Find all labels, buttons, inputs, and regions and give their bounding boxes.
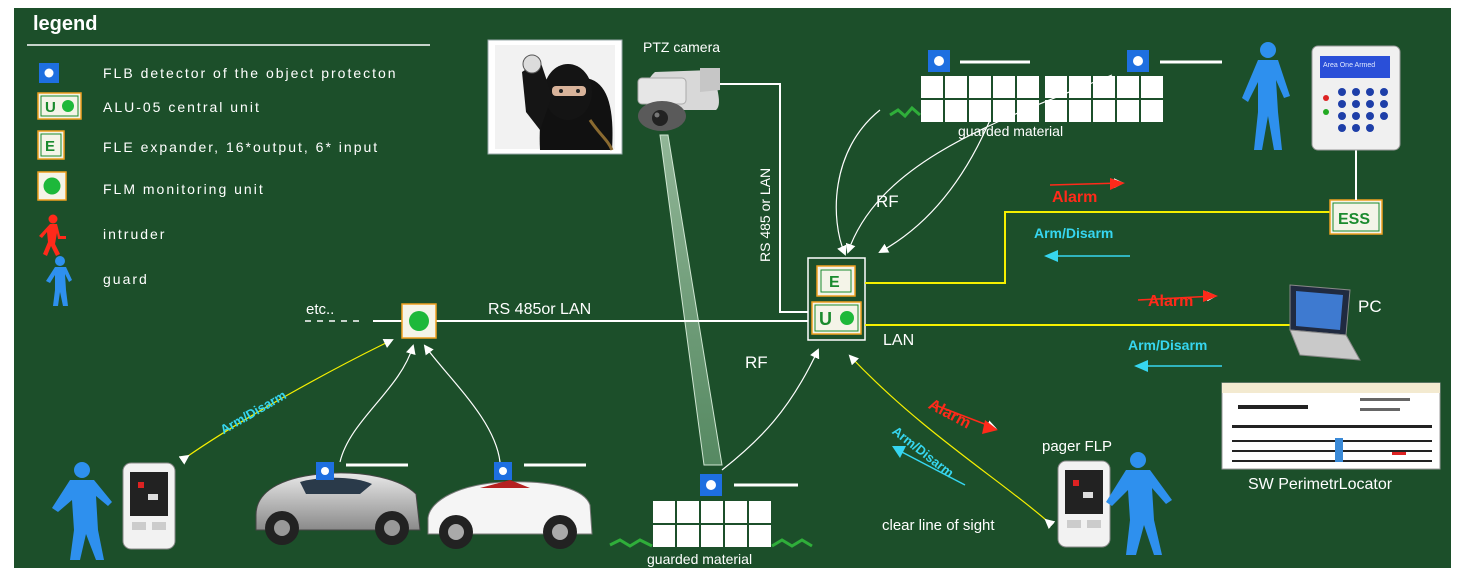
pager-left-link [178, 338, 394, 465]
rf-path-top-right [845, 74, 1113, 254]
arm-arrow-pager [897, 449, 966, 486]
etc-label: etc.. [306, 301, 335, 318]
keypad-screen-text: Area One Armed [1323, 62, 1375, 69]
arm-arrowhead-pager [892, 446, 906, 458]
guard-figure-bottom-left [52, 462, 112, 560]
flb-detector-top-right [1127, 50, 1222, 72]
central-unit-cabinet [807, 257, 866, 341]
fle-expander-icon: E [37, 130, 65, 160]
arm-arrowhead-1 [1044, 250, 1058, 262]
intruder-icon [39, 214, 66, 256]
guarded-material-top-label: guarded material [958, 123, 1064, 139]
alarm-arrow-2 [1137, 291, 1217, 302]
clear-line-label: clear line of sight [882, 517, 995, 534]
rf-path-top-mid [878, 119, 991, 253]
rf-path-top-left [835, 109, 881, 256]
legend-item-fle: FLE expander, 16*output, 6* input [103, 139, 380, 155]
legend-item-guard: guard [103, 271, 149, 287]
ptz-camera-label: PTZ camera [643, 39, 721, 55]
arm-arrowhead-2 [1134, 360, 1148, 372]
rf-path-bottom [721, 348, 820, 471]
laptop-pc-icon [1289, 284, 1361, 361]
legend-item-intruder: intruder [103, 226, 167, 242]
alarm-arrowhead-2 [1203, 290, 1218, 302]
white-car-icon [427, 480, 593, 549]
intruder-photo [487, 39, 623, 155]
ess-box [1329, 199, 1383, 235]
arm-disarm-label-ess: Arm/Disarm [1034, 225, 1114, 241]
rs485-vertical-label: RS 485 or LAN [757, 167, 773, 262]
silver-car-icon [255, 472, 421, 545]
grass-top [889, 105, 921, 119]
grass-bottom-right [771, 538, 813, 548]
svg-text:U: U [45, 99, 56, 116]
sw-locator-screen [1221, 382, 1441, 470]
guard-figure-bottom-right [1106, 452, 1172, 555]
pager-label: pager FLP [1042, 438, 1113, 455]
alarm-arrowhead-1 [1110, 178, 1125, 190]
central-unit-label: U [819, 309, 832, 329]
guard-icon [46, 256, 72, 306]
alarm-arrowhead-3 [982, 420, 998, 434]
background [14, 8, 1451, 568]
camera-cable [720, 83, 808, 313]
flb-detector-car-1 [316, 462, 408, 480]
alarm-label-ess: Alarm [1052, 189, 1098, 206]
rf-path-car-2 [423, 344, 501, 463]
flm-monitoring-unit-icon [37, 171, 67, 201]
legend-title: legend [33, 13, 98, 35]
rf-label-top: RF [876, 192, 899, 211]
legend-item-flb: FLB detector of the object protecton [103, 65, 398, 81]
guarded-material-bottom-label: guarded material [647, 551, 753, 567]
pager-right-link [848, 354, 1056, 530]
rs485-horizontal-label: RS 485or LAN [488, 301, 592, 318]
arm-disarm-label-pc: Arm/Disarm [1128, 337, 1208, 353]
rf-label-middle: RF [745, 353, 768, 372]
flb-detector-bottom [700, 474, 798, 496]
alarm-label-pc: Alarm [1148, 293, 1194, 310]
expander-label: E [829, 274, 840, 291]
lan-label: LAN [883, 332, 915, 349]
keypad-icon [1311, 45, 1401, 151]
svg-text:E: E [45, 138, 55, 155]
pager-right-icon [1057, 460, 1111, 548]
guarded-material-bottom [651, 499, 773, 549]
guard-figure-top [1242, 42, 1290, 150]
guarded-material-top [919, 74, 1165, 124]
alu-central-unit-icon: U [37, 92, 82, 120]
ptz-camera-icon [637, 68, 720, 131]
ess-connection-line [865, 211, 1330, 284]
flm-monitoring-unit [401, 303, 437, 339]
sw-locator-label: SW PerimetrLocator [1248, 476, 1393, 493]
legend-item-flm: FLM monitoring unit [103, 181, 265, 197]
camera-view-beam [659, 134, 723, 466]
pager-left-icon [122, 462, 176, 550]
grass-bottom-left [609, 538, 653, 548]
flb-detector-car-2 [494, 462, 586, 480]
ess-label: ESS [1338, 211, 1370, 228]
flb-detector-top-left [928, 50, 1030, 72]
pc-label: PC [1358, 297, 1382, 316]
flb-detector-icon [39, 63, 59, 83]
legend-item-alu: ALU-05 central unit [103, 99, 261, 115]
